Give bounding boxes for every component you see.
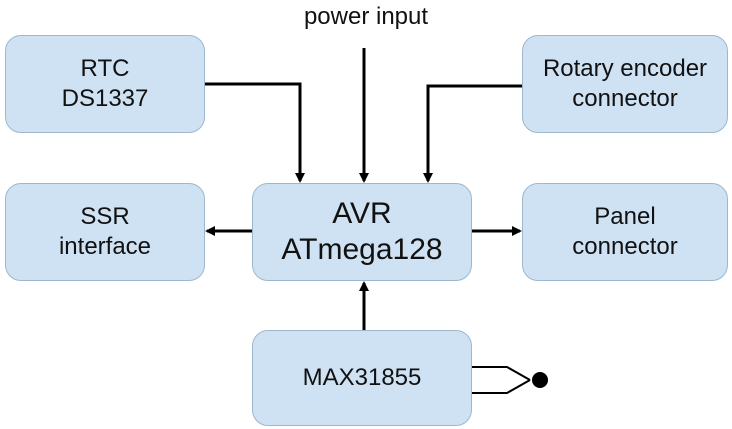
- rtc-block: RTC DS1337: [5, 35, 205, 133]
- rotary-title: Rotary encoder: [542, 55, 708, 82]
- thermocouple-icon: [472, 366, 548, 394]
- power-input-label: power input: [303, 3, 429, 30]
- avr-part: ATmega128: [281, 233, 443, 266]
- panel-connector-block: Panel connector: [522, 183, 728, 281]
- avr-block: AVR ATmega128: [252, 183, 472, 281]
- max-title: MAX31855: [302, 364, 422, 391]
- rtc-title: RTC: [80, 55, 130, 82]
- rtc-to-avr-arrow: [205, 82, 305, 183]
- panel-subtitle: connector: [572, 233, 678, 260]
- rotary-encoder-block: Rotary encoder connector: [522, 35, 728, 133]
- rotary-subtitle: connector: [572, 85, 678, 112]
- rotary-to-avr-arrow: [423, 84, 522, 183]
- ssr-interface-block: SSR interface: [5, 183, 205, 281]
- rtc-part: DS1337: [61, 85, 149, 112]
- ssr-title: SSR: [80, 203, 130, 230]
- panel-title: Panel: [594, 203, 656, 230]
- avr-title: AVR: [332, 197, 392, 230]
- max31855-block: MAX31855: [252, 330, 472, 426]
- ssr-subtitle: interface: [58, 233, 152, 260]
